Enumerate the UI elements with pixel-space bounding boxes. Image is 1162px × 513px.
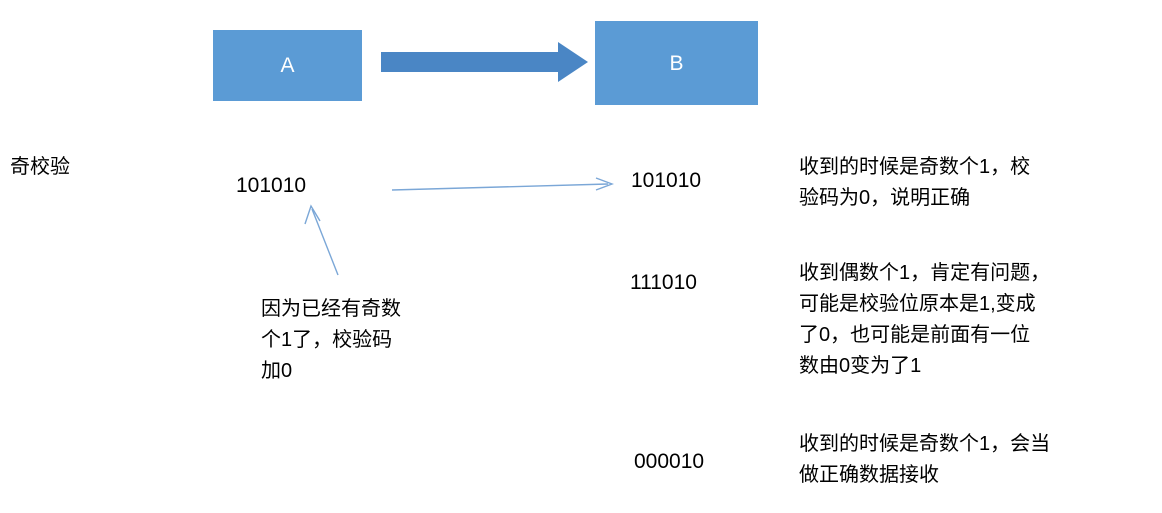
received-note-1: 收到的时候是奇数个1，校 验码为0，说明正确 [799,156,1031,209]
thick-arrow-a-to-b [381,42,588,82]
node-box-a[interactable]: A [213,30,362,101]
thin-arrow-sent-to-received [391,177,614,191]
node-box-b-label: B [669,51,684,75]
received-binary-value-3: 000010 [634,450,705,473]
sent-binary-value: 101010 [236,174,307,197]
received-binary-value-1: 101010 [631,169,702,192]
parity-scheme-label: 奇校验 [10,156,70,178]
node-box-b[interactable]: B [595,21,758,105]
received-binary-value-2: 111010 [630,271,697,294]
thin-arrow-annotation-to-sent-binary [304,204,339,276]
received-note-3: 收到的时候是奇数个1，会当 做正确数据接收 [799,433,1051,486]
sent-binary-annotation: 因为已经有奇数 个1了，校验码 加0 [261,298,401,382]
received-note-2: 收到偶数个1，肯定有问题， 可能是校验位原本是1,变成 了0，也可能是前面有一位… [799,262,1051,377]
node-box-a-label: A [280,54,295,77]
